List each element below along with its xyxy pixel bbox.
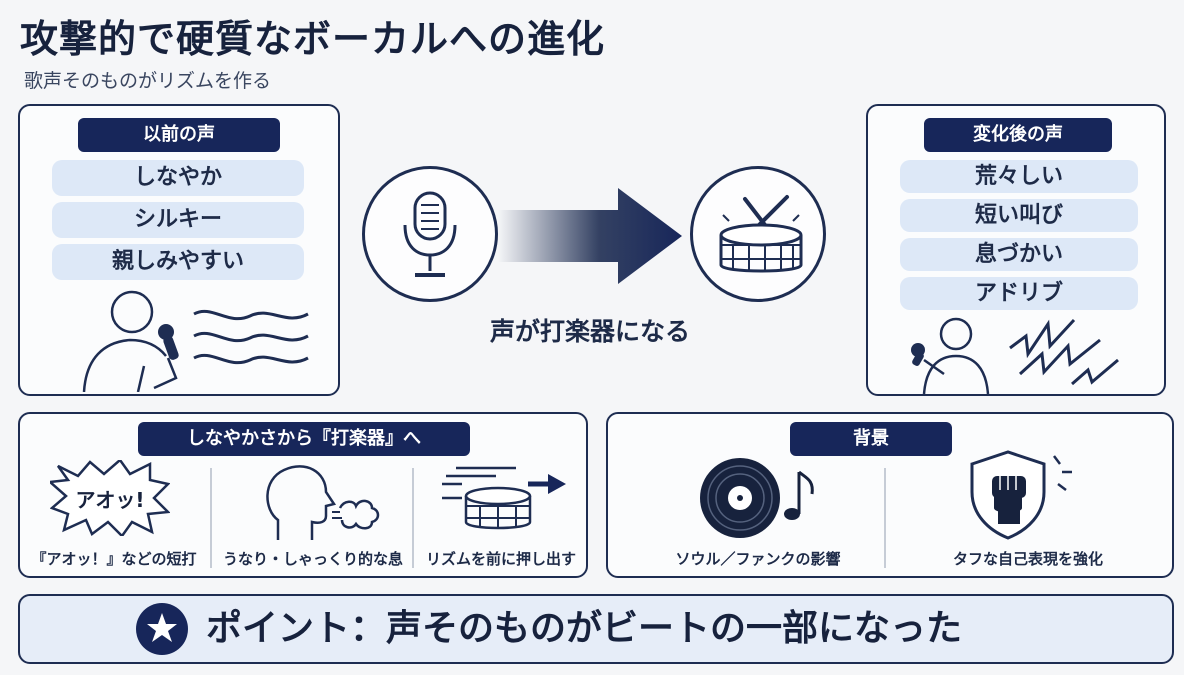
mic-circle [362,166,498,302]
after-label: 変化後の声 [924,118,1112,152]
techniques-panel: しなやかさから『打楽器』へ アオッ! 『アオッ！』などの短打 うなり・しゃっくり… [18,412,588,578]
shield-fist-icon [970,450,1072,540]
burst-text: アオッ! [75,488,145,512]
drum-circle [690,166,826,302]
background-divider [884,468,886,568]
before-chip-3: 親しみやすい [52,244,304,280]
technique-caption-2: うなり・しゃっくり的な息 [222,550,403,568]
technique-caption-1: 『アオッ！』などの短打 [31,550,197,568]
technique-divider-2 [412,468,414,568]
after-chip-2: 短い叫び [900,199,1138,232]
after-chip-3: 息づかい [900,238,1138,271]
star-icon [147,613,177,642]
after-panel: 変化後の声 荒々しい 短い叫び 息づかい アドリブ [866,104,1166,396]
before-chip-1: しなやか [52,160,304,196]
singer-illustration [82,290,179,392]
before-panel: 以前の声 しなやか シルキー 親しみやすい [18,104,340,396]
burst-wrapper: アオッ! [50,460,170,536]
smooth-wave-icon [193,309,309,365]
technique-divider-1 [210,468,212,568]
shout-burst-icon [50,460,170,536]
breath-head-icon [266,465,380,540]
background-label: 背景 [790,422,952,456]
transform-arrow-icon [498,188,682,284]
background-caption-2: タフな自己表現を強化 [952,550,1103,568]
microphone-icon [403,191,457,277]
drum-forward-icon [442,466,566,530]
after-chip-1: 荒々しい [900,160,1138,193]
vinyl-record-icon [700,458,814,538]
snare-drum-icon [719,195,803,273]
point-text: ポイント：声そのものがビートの一部になった [206,608,963,649]
page-title: 攻撃的で硬質なボーカルへの進化 [20,17,606,61]
techniques-label: しなやかさから『打楽器』へ [138,422,470,456]
page-subtitle: 歌声そのものがリズムを作る [24,70,272,92]
shouting-singer-illustration [911,317,990,394]
after-chip-4: アドリブ [900,277,1138,310]
technique-caption-3: リズムを前に押し出す [425,550,576,568]
background-caption-1: ソウル／ファンクの影響 [675,550,841,568]
point-banner: ポイント：声そのものがビートの一部になった [18,594,1174,664]
background-panel: 背景 ソウル／ファンクの影響 タフな自己表現を強化 [606,412,1174,578]
jagged-shout-icon [1009,318,1119,386]
before-chip-2: シルキー [52,202,304,238]
star-badge [136,603,188,655]
center-caption: 声が打楽器になる [489,317,690,346]
before-label: 以前の声 [78,118,280,152]
